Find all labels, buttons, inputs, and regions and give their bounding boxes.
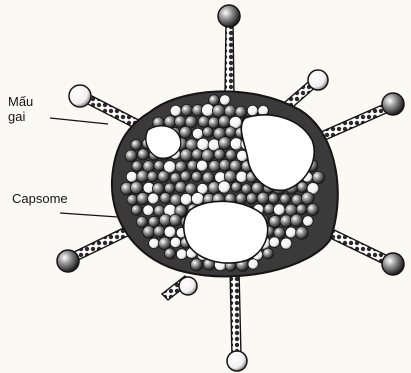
capsomere <box>208 117 219 128</box>
capsomere <box>268 193 279 204</box>
capsomere <box>235 106 246 117</box>
capsid <box>112 91 338 276</box>
capsomere <box>264 204 275 215</box>
capsomere <box>169 214 181 226</box>
knob-lower-left <box>179 277 197 295</box>
capsomere <box>164 248 175 259</box>
capsomere <box>137 192 149 204</box>
capsomere <box>158 171 170 183</box>
knob-upper-right <box>308 70 328 90</box>
capsomere <box>190 259 202 271</box>
capsomere <box>214 149 225 160</box>
capsomere <box>218 181 230 193</box>
capsomere <box>220 95 231 106</box>
capsomere <box>143 205 154 216</box>
capsomere <box>149 238 160 249</box>
capsomere <box>296 227 309 240</box>
capsomere <box>164 226 176 238</box>
capsomere <box>180 149 193 162</box>
knob-right <box>382 93 404 115</box>
capsomere <box>180 171 191 182</box>
capsomere <box>138 149 149 160</box>
capsomere <box>248 259 258 269</box>
capsomere <box>219 160 231 172</box>
capsomere <box>164 183 175 194</box>
capsomere <box>127 194 138 205</box>
label-spike-line2: gai <box>8 110 33 125</box>
capsomere <box>154 160 165 171</box>
knob-lower-right <box>382 253 404 275</box>
capsomere <box>176 249 187 260</box>
capsomere <box>301 192 314 205</box>
fiber-bottom <box>230 270 241 356</box>
capsomere <box>285 227 296 238</box>
capsomere <box>170 105 181 116</box>
capsomere <box>224 170 236 182</box>
capsomere <box>192 128 203 139</box>
capsomere <box>218 115 230 127</box>
capsomere <box>290 214 302 226</box>
fiber-top <box>225 22 234 95</box>
capsomere <box>136 216 147 227</box>
capsomere <box>274 204 285 215</box>
capsid-light-region-lower <box>184 201 268 263</box>
capsomere <box>191 192 203 204</box>
spike-leader-line <box>50 118 108 124</box>
capsomere <box>170 237 181 248</box>
capsomere <box>225 150 236 161</box>
knob-top <box>218 5 240 27</box>
capsomere <box>307 204 319 216</box>
capsomere <box>175 181 187 193</box>
capsomere <box>231 182 241 192</box>
capsomere <box>175 116 186 127</box>
capsomere <box>312 171 324 183</box>
capsomere <box>246 193 257 204</box>
capsomere <box>225 127 236 138</box>
knob-bottom <box>227 351 247 371</box>
capsomere <box>209 160 221 172</box>
capsomere <box>196 160 207 171</box>
knob-upper-left <box>69 85 91 107</box>
capsomere <box>147 171 158 182</box>
capsomere <box>148 193 159 204</box>
capsomere <box>130 181 143 194</box>
capsomere <box>180 194 192 206</box>
capsomere <box>202 149 214 161</box>
capsomere <box>126 171 137 182</box>
capsomere <box>280 194 291 205</box>
capsomere <box>247 105 258 116</box>
capsomere <box>132 161 143 172</box>
capsomere <box>180 126 192 138</box>
label-spike-line1: Mấu <box>8 95 33 110</box>
capsomere <box>154 226 165 237</box>
knob-left <box>57 250 79 272</box>
capsomere <box>181 104 193 116</box>
capsomere <box>303 216 314 227</box>
capsomere <box>131 139 142 150</box>
capsomere <box>191 171 202 182</box>
capsomere-leader-line <box>60 213 118 217</box>
capsomere <box>263 248 274 259</box>
capsomere <box>131 205 142 216</box>
capsid-light-region-left <box>146 126 181 158</box>
capsomere <box>281 238 292 249</box>
capsomere <box>203 127 214 138</box>
capsomere <box>160 192 171 203</box>
capsomere <box>269 237 280 248</box>
capsomere <box>257 192 269 204</box>
capsomere <box>219 137 232 150</box>
label-spike: Mấu gai <box>8 95 33 125</box>
capsomere <box>125 150 137 162</box>
capsomere <box>296 204 307 215</box>
label-capsomere: Capsome <box>12 192 68 207</box>
capsomere <box>269 215 281 227</box>
